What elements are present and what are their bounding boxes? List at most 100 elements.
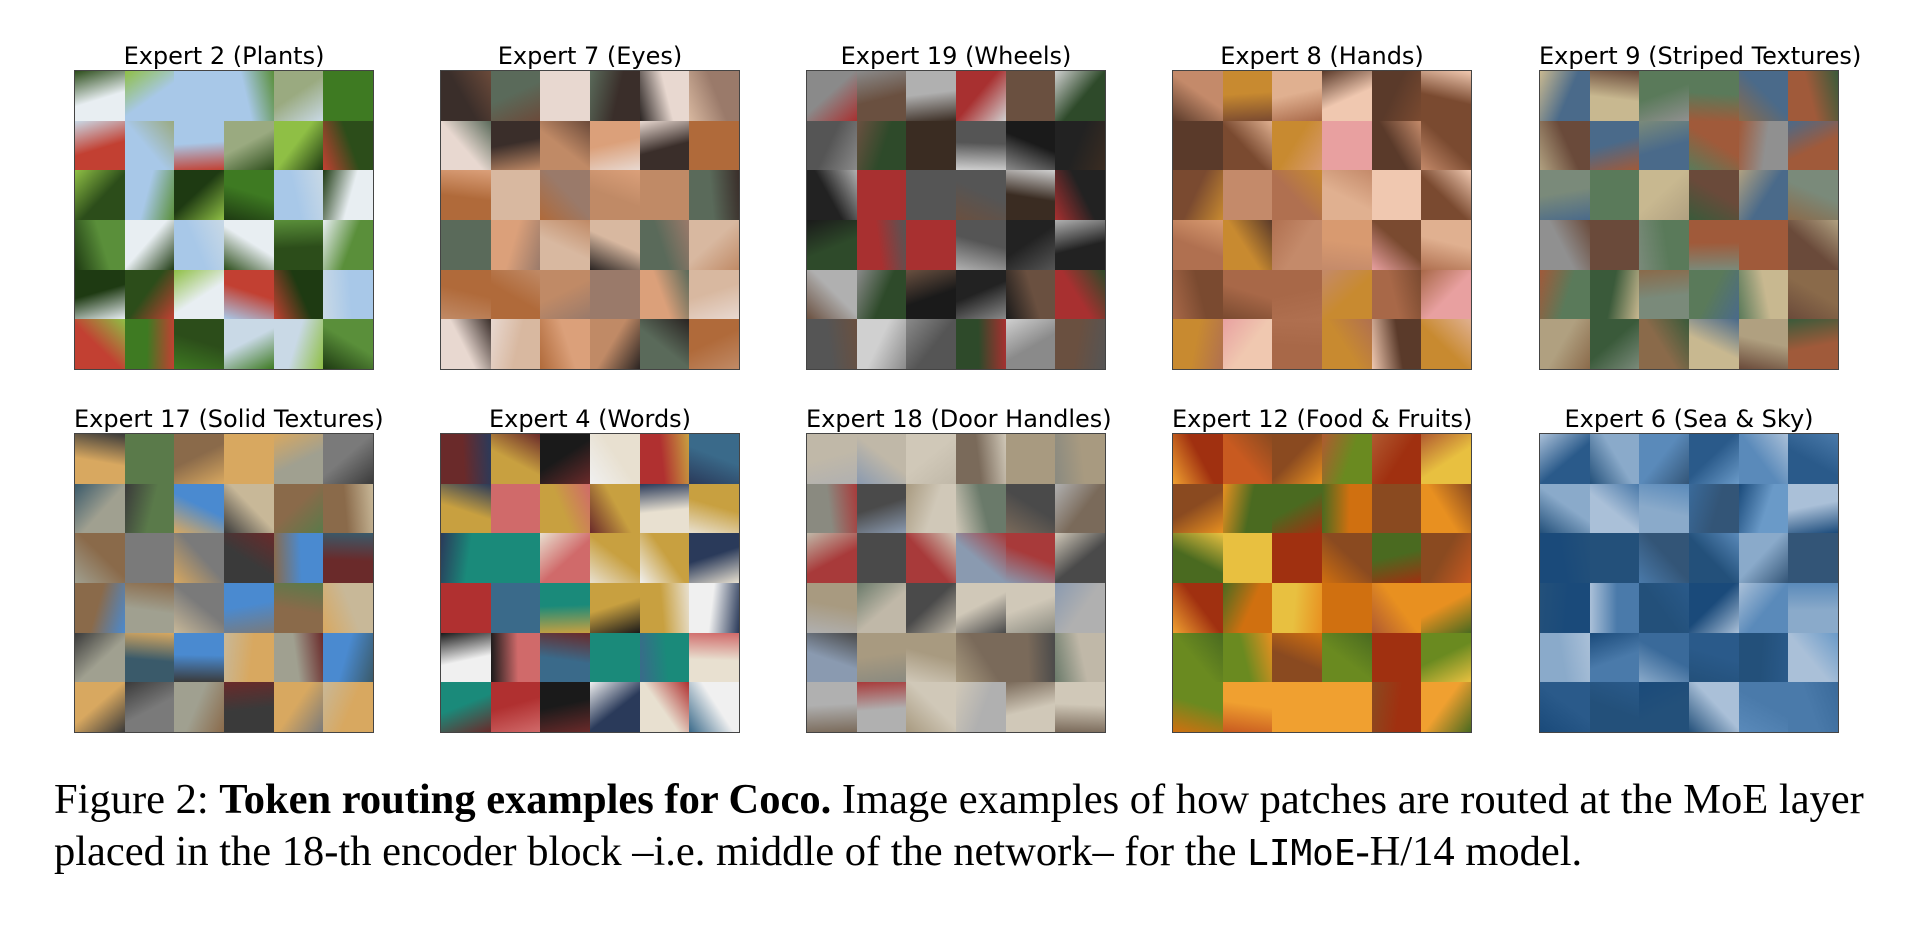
image-patch [856,682,907,732]
image-patch [689,170,739,220]
image-patch [1272,319,1322,369]
image-patch [540,434,590,484]
image-patch [1589,319,1640,369]
image-patch [1788,170,1838,220]
image-patch [1689,71,1739,121]
image-patch [639,269,690,320]
image-patch [273,319,324,369]
image-patch [1738,269,1789,320]
image-patch [540,220,590,270]
image-patch [1689,533,1739,583]
image-patch [1589,269,1640,320]
image-patch [689,682,739,732]
image-patch [1788,483,1838,534]
image-patch [323,269,373,320]
image-patch [323,632,373,683]
image-patch [639,319,690,369]
image-patch [856,170,907,220]
patch-grid [74,433,374,733]
image-patch [1222,220,1273,270]
patch-grid [440,433,740,733]
panel-title: Expert 17 (Solid Textures) [74,405,384,433]
image-patch [224,632,274,683]
image-patch [75,682,125,732]
image-patch [1055,319,1105,369]
image-patch [1055,682,1105,732]
image-patch [1788,220,1838,270]
panel-title: Expert 7 (Eyes) [497,42,683,70]
image-patch [1738,319,1789,369]
image-patch [807,120,857,171]
image-patch [1005,632,1056,683]
image-patch [124,483,175,534]
image-patch [124,170,175,220]
image-patch [1738,434,1789,484]
image-patch [75,533,125,583]
image-patch [1738,632,1789,683]
image-patch [174,120,224,171]
image-patch [856,71,907,121]
image-patch [441,533,491,583]
image-patch [1421,170,1471,220]
image-patch [1173,319,1223,369]
caption-prefix: Figure 2: [54,776,220,823]
image-patch [1371,319,1422,369]
image-patch [1222,71,1273,121]
image-patch [174,319,224,369]
image-patch [590,533,640,583]
image-patch [441,120,491,171]
image-patch [856,220,907,270]
image-patch [956,483,1006,534]
image-patch [224,434,274,484]
image-patch [906,483,956,534]
image-patch [1371,483,1422,534]
image-patch [1322,483,1372,534]
image-patch [1540,533,1590,583]
image-patch [856,269,907,320]
image-patch [1173,220,1223,270]
panel-title: Expert 8 (Hands) [1220,42,1424,70]
image-patch [906,319,956,369]
image-patch [1173,632,1223,683]
image-patch [1322,319,1372,369]
image-patch [224,583,274,633]
image-patch [1639,533,1689,583]
image-patch [639,583,690,633]
image-patch [1272,120,1322,171]
image-patch [323,533,373,583]
image-patch [174,583,224,633]
image-patch [1540,483,1590,534]
image-patch [323,682,373,732]
image-patch [273,533,324,583]
caption-text-end: -H/14 model. [1355,828,1583,875]
image-patch [1222,170,1273,220]
image-patch [1322,269,1372,320]
image-patch [807,583,857,633]
image-patch [1589,434,1640,484]
image-patch [807,220,857,270]
image-patch [490,71,541,121]
image-patch [1371,220,1422,270]
image-patch [1005,71,1056,121]
image-patch [540,269,590,320]
image-patch [1055,483,1105,534]
image-patch [590,269,640,320]
image-patch [1173,120,1223,171]
image-patch [1540,170,1590,220]
image-patch [490,319,541,369]
image-patch [273,170,324,220]
image-patch [174,71,224,121]
caption-model-name: LIMoE [1247,833,1356,874]
image-patch [590,434,640,484]
image-patch [1689,120,1739,171]
image-patch [1055,120,1105,171]
image-patch [807,533,857,583]
image-patch [956,434,1006,484]
image-patch [1421,682,1471,732]
image-patch [1421,319,1471,369]
image-patch [1639,269,1689,320]
panel-title: Expert 18 (Door Handles) [806,405,1112,433]
image-patch [323,170,373,220]
image-patch [1788,533,1838,583]
panel-title: Expert 19 (Wheels) [840,42,1072,70]
